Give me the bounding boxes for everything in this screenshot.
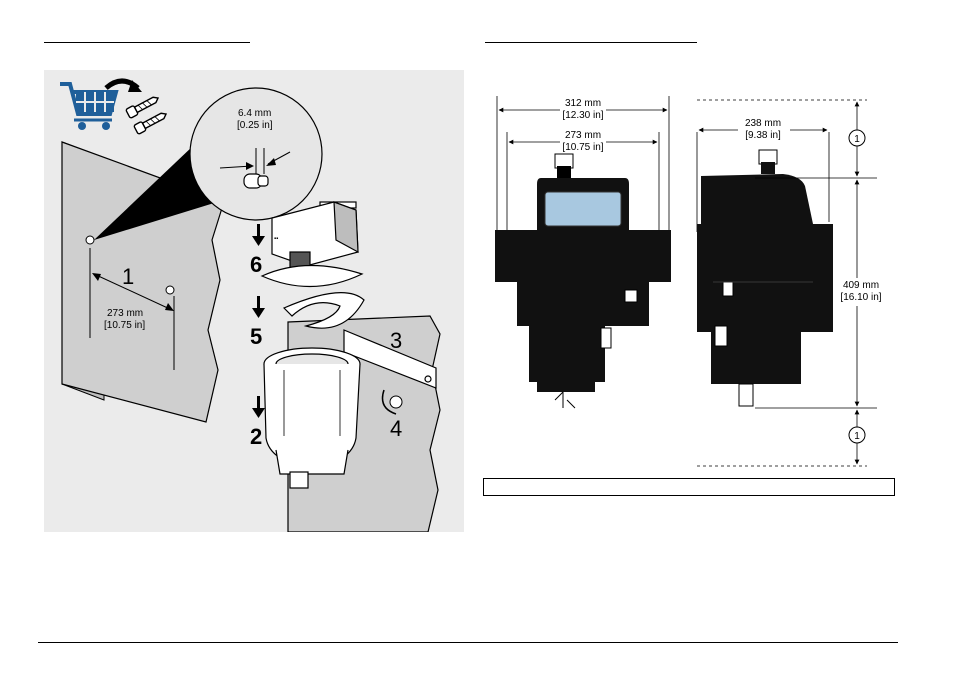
callout-1-bottom: 1 — [854, 431, 860, 442]
step-5: 5 — [250, 324, 262, 349]
left-title-rule — [44, 42, 250, 43]
footer-rule — [38, 642, 898, 643]
clearance-in: [0.25 in] — [237, 120, 273, 131]
analyzer-side-view: 238 mm [9.38 in] 409 mm [16.10 in] 1 1 — [697, 100, 889, 466]
legend-box — [483, 478, 895, 496]
svg-text:▪▪: ▪▪ — [274, 236, 278, 242]
step-3: 3 — [390, 328, 402, 353]
width-inner-in: [10.75 in] — [562, 142, 603, 153]
step-2: 2 — [250, 424, 262, 449]
dimensions-figure: 312 mm [12.30 in] 273 mm [10.75 in] 238 … — [483, 92, 895, 468]
step-4: 4 — [390, 416, 402, 441]
mounting-figure-svg: 6.4 mm [0.25 in] 1 273 mm [10.75 in] ▪▪ — [44, 70, 464, 532]
callout-1-top: 1 — [854, 134, 860, 145]
width-outer-mm: 312 mm — [565, 98, 601, 109]
depth-mm: 238 mm — [745, 118, 781, 129]
height-mm: 409 mm — [843, 280, 879, 291]
mounting-figure: 6.4 mm [0.25 in] 1 273 mm [10.75 in] ▪▪ — [44, 70, 464, 532]
dimensions-figure-svg: 312 mm [12.30 in] 273 mm [10.75 in] 238 … — [483, 92, 895, 468]
depth-in: [9.38 in] — [745, 130, 781, 141]
height-in: [16.10 in] — [840, 292, 881, 303]
width-outer-in: [12.30 in] — [562, 110, 603, 121]
spacing-in: [10.75 in] — [104, 320, 145, 331]
step-6: 6 — [250, 252, 262, 277]
analyzer-front-view: 312 mm [12.30 in] 273 mm [10.75 in] — [495, 96, 671, 408]
right-title-rule — [485, 42, 697, 43]
spacing-mm: 273 mm — [107, 308, 143, 319]
step-1: 1 — [122, 264, 134, 289]
sensor-holder — [264, 348, 360, 488]
width-inner-mm: 273 mm — [565, 130, 601, 141]
clearance-mm: 6.4 mm — [238, 108, 271, 119]
